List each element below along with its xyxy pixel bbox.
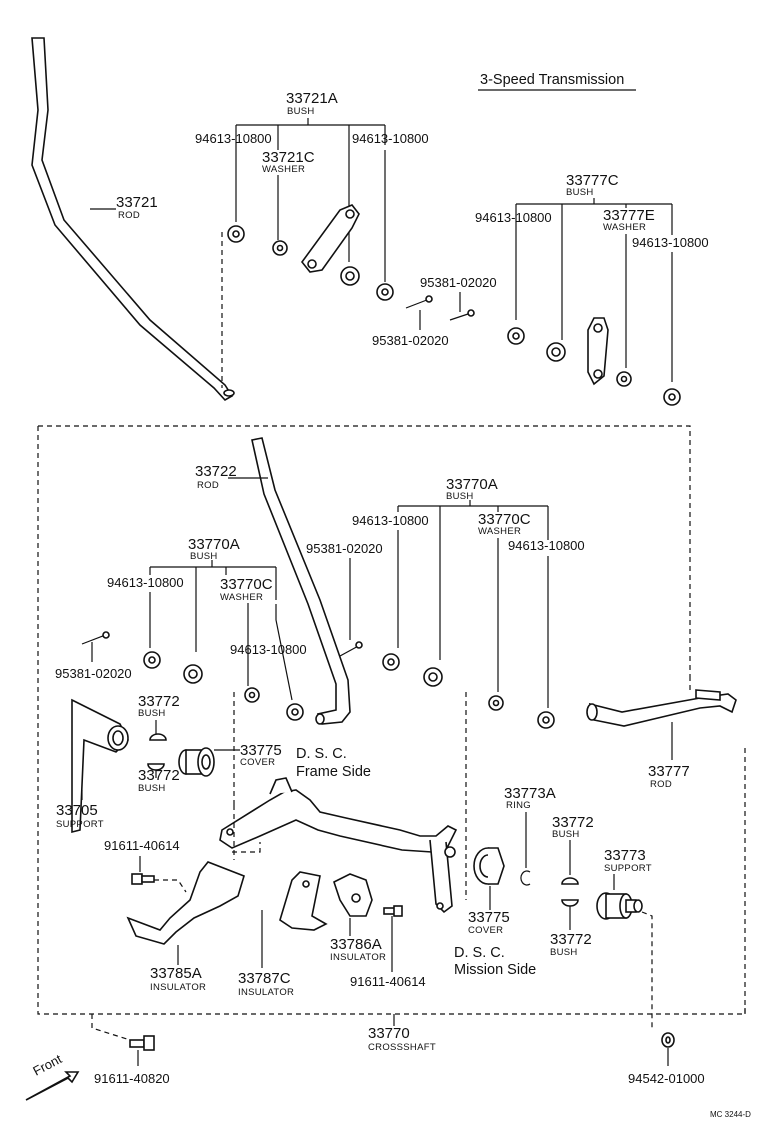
lever-part bbox=[587, 317, 609, 386]
label-94613-d: 94613-10800 bbox=[632, 235, 709, 250]
label-33770c-l-num: 33770C bbox=[220, 576, 273, 593]
label-33772-a-num: 33772 bbox=[138, 693, 180, 710]
label-33770c-r-num: 33770C bbox=[478, 511, 531, 528]
label-95381-c: 95381-02020 bbox=[306, 541, 383, 556]
label-91611-c: 91611-40820 bbox=[94, 1071, 170, 1086]
label-33775-b-num: 33775 bbox=[468, 909, 510, 926]
label-95381-d: 95381-02020 bbox=[55, 666, 132, 681]
label-94613-h: 94613-10800 bbox=[230, 642, 307, 657]
bush-half-part bbox=[561, 899, 579, 907]
cover-33775-left bbox=[178, 747, 215, 777]
note-mission-side-1: D. S. C. bbox=[454, 945, 505, 961]
front-arrow-icon bbox=[25, 1071, 80, 1101]
label-33770a-r-num: 33770A bbox=[446, 476, 498, 493]
insulator-33786a bbox=[333, 873, 373, 917]
support-33705 bbox=[71, 698, 129, 834]
label-33705-num: 33705 bbox=[56, 802, 98, 819]
label-33721a-name: BUSH bbox=[287, 106, 315, 117]
label-33777e-num: 33777E bbox=[603, 207, 655, 224]
ring-part bbox=[520, 870, 531, 886]
front-label: Front bbox=[30, 1051, 64, 1079]
label-33786a-num: 33786A bbox=[330, 936, 382, 953]
insulator-33787c bbox=[279, 871, 328, 931]
label-95381-b: 95381-02020 bbox=[372, 333, 449, 348]
cover-33775-right bbox=[473, 847, 505, 885]
insulator-33785a bbox=[126, 861, 245, 945]
label-33722-num: 33722 bbox=[195, 463, 237, 480]
label-94613-g: 94613-10800 bbox=[107, 575, 184, 590]
label-33721-name: ROD bbox=[118, 210, 140, 221]
label-33770a-l-name: BUSH bbox=[190, 551, 218, 562]
label-33777-name: ROD bbox=[650, 779, 672, 790]
bush-half-part bbox=[147, 763, 165, 771]
label-33770-name: CROSSSHAFT bbox=[368, 1042, 436, 1053]
label-91611-b: 91611-40614 bbox=[350, 974, 426, 989]
label-33721-num: 33721 bbox=[116, 194, 158, 211]
label-33772-c-num: 33772 bbox=[552, 814, 594, 831]
label-95381-a: 95381-02020 bbox=[420, 275, 497, 290]
label-33787c-num: 33787C bbox=[238, 970, 291, 987]
label-33770-num: 33770 bbox=[368, 1025, 410, 1042]
label-33785a-num: 33785A bbox=[150, 965, 202, 982]
label-33785a-name: INSULATOR bbox=[150, 982, 206, 993]
label-33773a-num: 33773A bbox=[504, 785, 556, 802]
note-mission-side-2: Mission Side bbox=[454, 962, 536, 978]
bush-half-part bbox=[149, 733, 167, 741]
note-frame-side-1: D. S. C. bbox=[296, 746, 347, 762]
label-33773a-name: RING bbox=[506, 800, 531, 811]
label-33775-a-num: 33775 bbox=[240, 742, 282, 759]
rod-33721 bbox=[31, 37, 235, 402]
washer-94542 bbox=[661, 1032, 675, 1048]
diagram-title: 3-Speed Transmission bbox=[480, 72, 624, 88]
bolt-part bbox=[383, 905, 403, 917]
label-33770a-l-num: 33770A bbox=[188, 536, 240, 553]
label-33721c-name: WASHER bbox=[262, 164, 305, 175]
label-33787c-name: INSULATOR bbox=[238, 987, 294, 998]
label-33772-b-num: 33772 bbox=[138, 767, 180, 784]
label-33770c-r-name: WASHER bbox=[478, 526, 521, 537]
bolt-part bbox=[129, 1035, 155, 1051]
label-33770a-r-name: BUSH bbox=[446, 491, 474, 502]
rod-33777 bbox=[586, 689, 737, 727]
lever-part bbox=[300, 204, 360, 273]
label-33777c-name: BUSH bbox=[566, 187, 594, 198]
label-33705-name: SUPPORT bbox=[56, 819, 104, 830]
label-33770c-l-name: WASHER bbox=[220, 592, 263, 603]
label-33772-b-name: BUSH bbox=[138, 783, 166, 794]
label-33772-a-name: BUSH bbox=[138, 708, 166, 719]
rod-33722 bbox=[251, 437, 351, 725]
label-94613-f: 94613-10800 bbox=[508, 538, 585, 553]
label-33786a-name: INSULATOR bbox=[330, 952, 386, 963]
label-33773-name: SUPPORT bbox=[604, 863, 652, 874]
label-33721c-num: 33721C bbox=[262, 149, 315, 166]
label-33773-num: 33773 bbox=[604, 847, 646, 864]
label-94613-a: 94613-10800 bbox=[195, 131, 272, 146]
label-33722-name: ROD bbox=[197, 480, 219, 491]
crossshaft-33770 bbox=[219, 777, 458, 914]
label-94542: 94542-01000 bbox=[628, 1071, 705, 1086]
label-33772-d-name: BUSH bbox=[550, 947, 578, 958]
support-33773 bbox=[596, 892, 643, 920]
label-94613-b: 94613-10800 bbox=[352, 131, 429, 146]
label-91611-a: 91611-40614 bbox=[104, 838, 180, 853]
label-94613-c: 94613-10800 bbox=[475, 210, 552, 225]
label-33721a-num: 33721A bbox=[286, 90, 338, 107]
label-33772-d-num: 33772 bbox=[550, 931, 592, 948]
diagram-code: MC 3244-D bbox=[710, 1110, 751, 1119]
label-33777c-num: 33777C bbox=[566, 172, 619, 189]
label-33772-c-name: BUSH bbox=[552, 829, 580, 840]
label-33775-b-name: COVER bbox=[468, 925, 503, 936]
label-33775-a-name: COVER bbox=[240, 757, 275, 768]
label-33777e-name: WASHER bbox=[603, 222, 646, 233]
label-33777-num: 33777 bbox=[648, 763, 690, 780]
label-94613-e: 94613-10800 bbox=[352, 513, 429, 528]
bolt-part bbox=[131, 873, 155, 885]
note-frame-side-2: Frame Side bbox=[296, 764, 371, 780]
bush-half-part bbox=[561, 877, 579, 885]
